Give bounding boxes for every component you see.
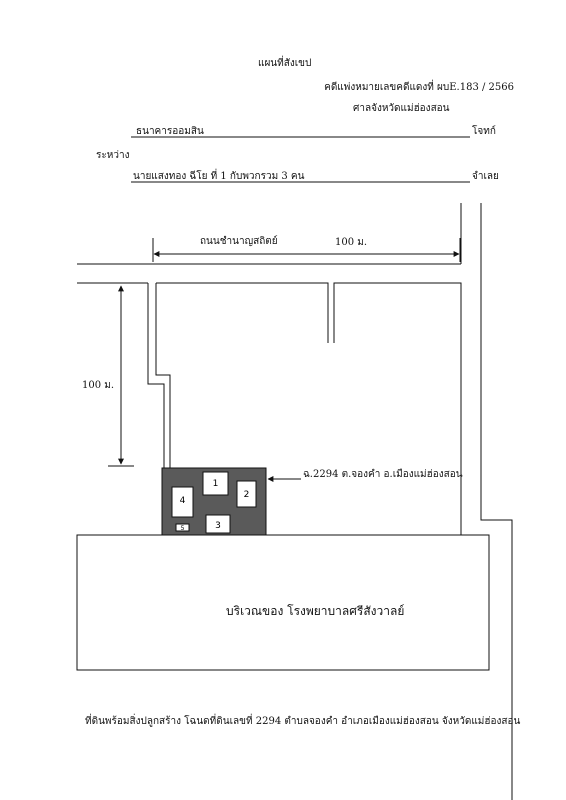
hospital-label: บริเวณของ โรงพยาบาลศรีสังวาลย์ <box>226 604 405 618</box>
building-2 <box>236 480 257 508</box>
plaintiff-name: ธนาคารออมสิน <box>136 126 204 137</box>
building-3-label: 3 <box>215 521 221 531</box>
hospital-area <box>76 534 490 671</box>
page-title: แผนที่สังเขป <box>258 58 312 69</box>
building-2-label: 2 <box>244 490 250 500</box>
building-1 <box>202 471 229 496</box>
building-3 <box>205 514 231 534</box>
left-lot-boundary <box>147 283 165 468</box>
court-name: ศาลจังหวัดแม่ฮ่องสอน <box>353 103 450 114</box>
deed-label: ฉ.2294 ต.จองคำ อ.เมืองแม่ฮ่องสอน <box>303 469 463 480</box>
defendant-name: นายแสงทอง ฉีโย ที่ 1 กับพวกรวม 3 คน <box>133 171 305 182</box>
outer-right-line <box>480 203 513 800</box>
building-4-label: 4 <box>180 496 186 506</box>
lot-top-right <box>333 282 462 535</box>
top-dimension-label: 100 ม. <box>335 237 368 248</box>
lot-top-left <box>156 282 329 343</box>
building-1-label: 1 <box>213 479 219 489</box>
between-label: ระหว่าง <box>96 150 130 161</box>
inner-lot-boundary <box>155 283 171 468</box>
building-4 <box>171 486 194 518</box>
plaintiff-role: โจทก์ <box>472 126 496 137</box>
building-5-label: 5 <box>181 525 185 532</box>
defendant-role: จำเลย <box>472 171 499 182</box>
left-dimension-label: 100 ม. <box>82 380 115 391</box>
case-number: คดีแพ่งหมายเลขคดีแดงที่ ผบE.183 / 2566 <box>324 82 514 93</box>
map-caption: ที่ดินพร้อมสิ่งปลูกสร้าง โฉนดที่ดินเลขที… <box>85 716 521 727</box>
building-5 <box>175 523 190 532</box>
road-label: ถนนชำนาญสถิตย์ <box>200 236 278 247</box>
